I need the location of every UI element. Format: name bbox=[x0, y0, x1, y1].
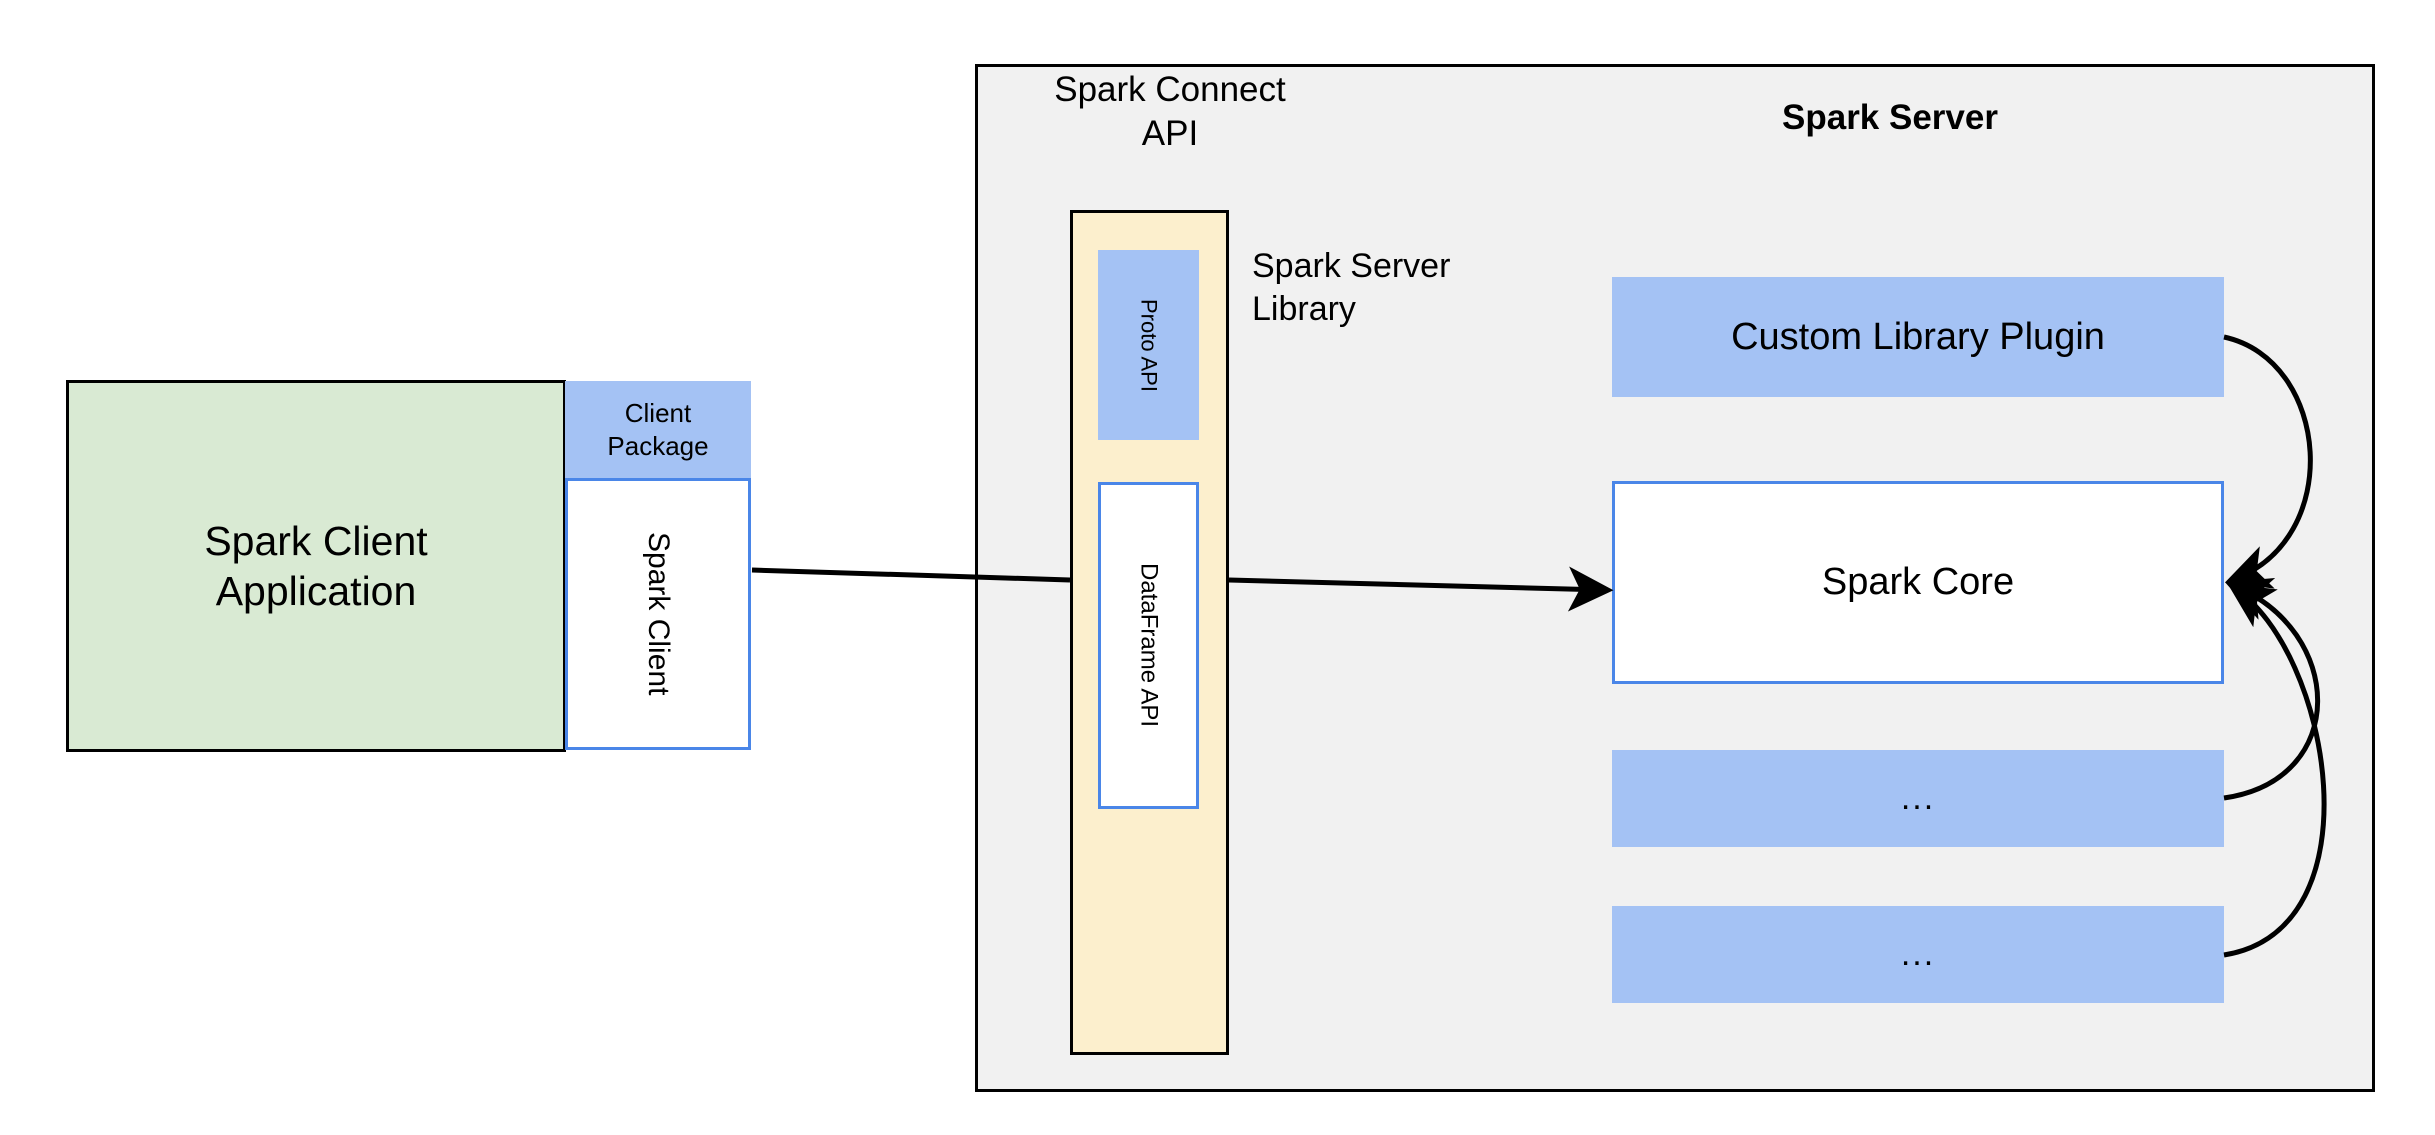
custom-library-plugin-box[interactable]: Custom Library Plugin bbox=[1612, 277, 2224, 397]
spark-server-library-label: Spark Server Library bbox=[1252, 247, 1451, 328]
ellipsis-box-1-label: ... bbox=[1900, 779, 1936, 817]
client-package-box[interactable]: Client Package bbox=[565, 381, 751, 478]
ellipsis-box-1[interactable]: ... bbox=[1612, 750, 2224, 847]
custom-library-plugin-label: Custom Library Plugin bbox=[1731, 315, 2105, 358]
dataframe-api-label: DataFrame API bbox=[1135, 563, 1163, 728]
spark-client-label: Spark Client bbox=[642, 532, 675, 696]
spark-client-application-box[interactable]: Spark Client Application bbox=[66, 380, 566, 752]
dataframe-api-box[interactable]: DataFrame API bbox=[1098, 482, 1199, 809]
spark-core-box[interactable]: Spark Core bbox=[1612, 481, 2224, 684]
proto-api-label: Proto API bbox=[1136, 298, 1162, 392]
spark-client-box[interactable]: Spark Client bbox=[565, 478, 751, 750]
proto-api-box[interactable]: Proto API bbox=[1098, 250, 1199, 440]
spark-client-application-label: Spark Client Application bbox=[204, 517, 428, 614]
spark-server-title: Spark Server bbox=[1782, 98, 1998, 137]
ellipsis-box-2[interactable]: ... bbox=[1612, 906, 2224, 1003]
ellipsis-box-2-label: ... bbox=[1900, 935, 1936, 973]
spark-core-label: Spark Core bbox=[1821, 561, 2015, 603]
client-package-label: Client Package bbox=[607, 398, 709, 461]
spark-connect-api-label: Spark Connect API bbox=[1054, 70, 1286, 153]
